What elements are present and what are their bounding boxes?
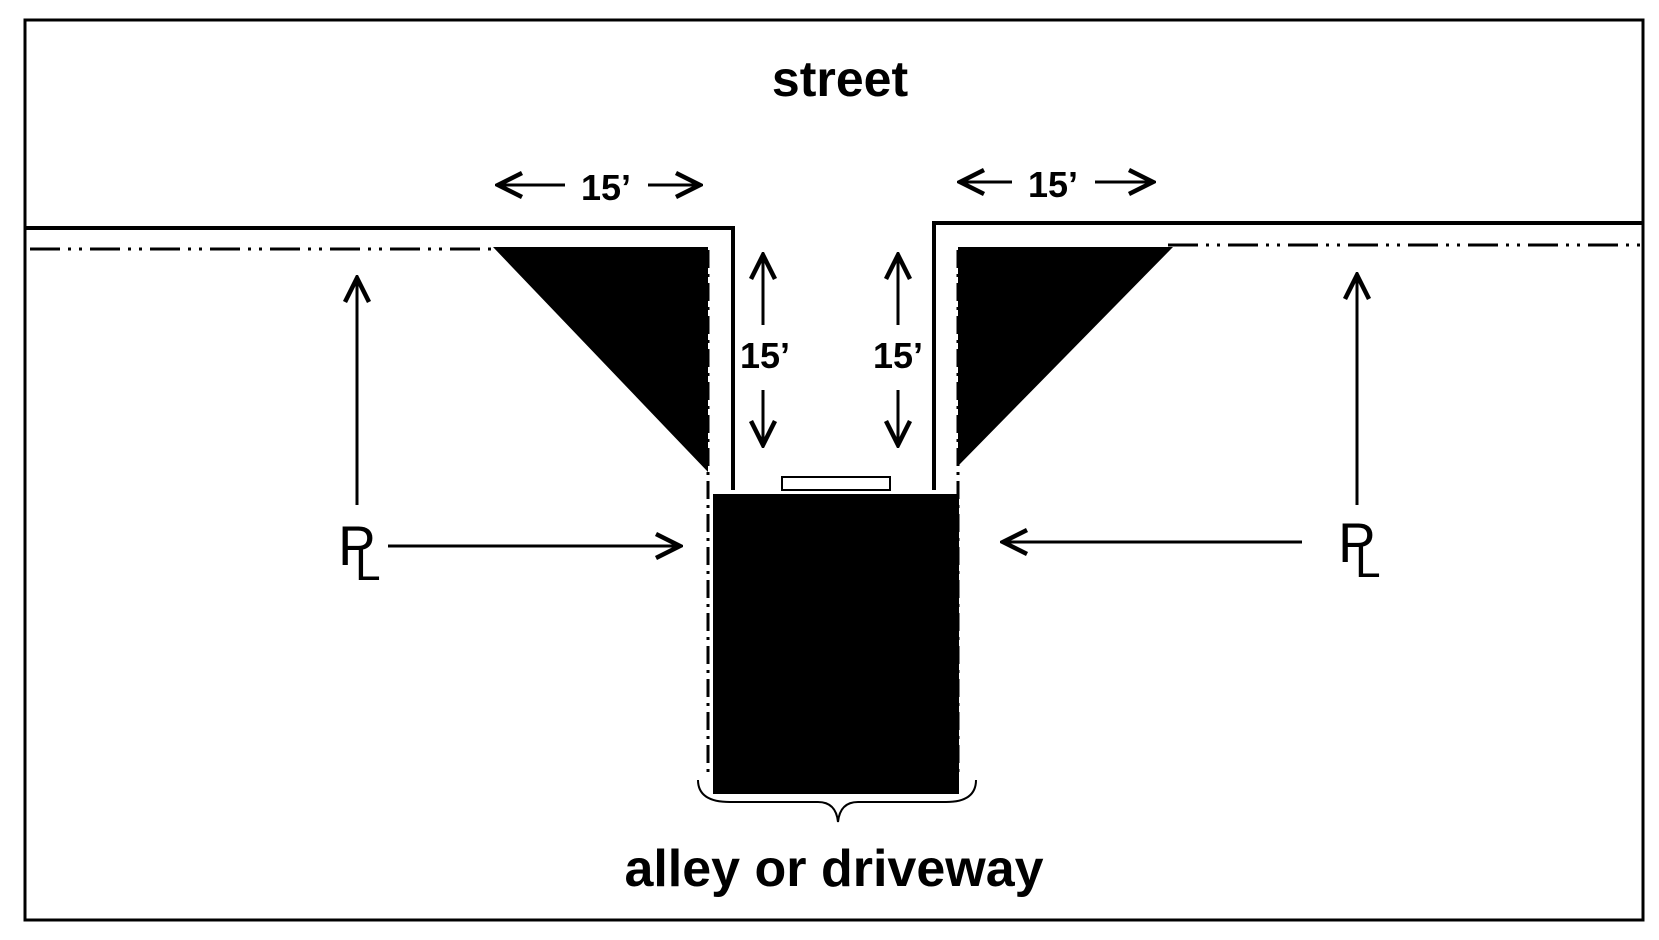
dim-side-left-label: 15’ [740,335,790,376]
curb-line-left [25,226,735,490]
street-label: street [772,51,909,107]
alley-brace [697,779,977,823]
pl-right-l: L [1355,535,1381,587]
alley-entry-strip [781,476,891,491]
dim-top-right-label: 15’ [1028,164,1078,205]
sight-triangle-left [493,247,708,472]
outer-frame [23,18,1645,922]
alley-label: alley or driveway [624,840,1043,898]
curb-line-right [932,221,1643,490]
dim-top-left-label: 15’ [581,167,631,208]
pl-left-p: P [338,514,375,577]
dim-side-right-label: 15’ [873,335,923,376]
sight-triangle-right [958,247,1173,466]
pl-left-l: L [355,538,381,590]
alley-block [713,494,959,794]
pl-right-p: P [1338,511,1375,574]
